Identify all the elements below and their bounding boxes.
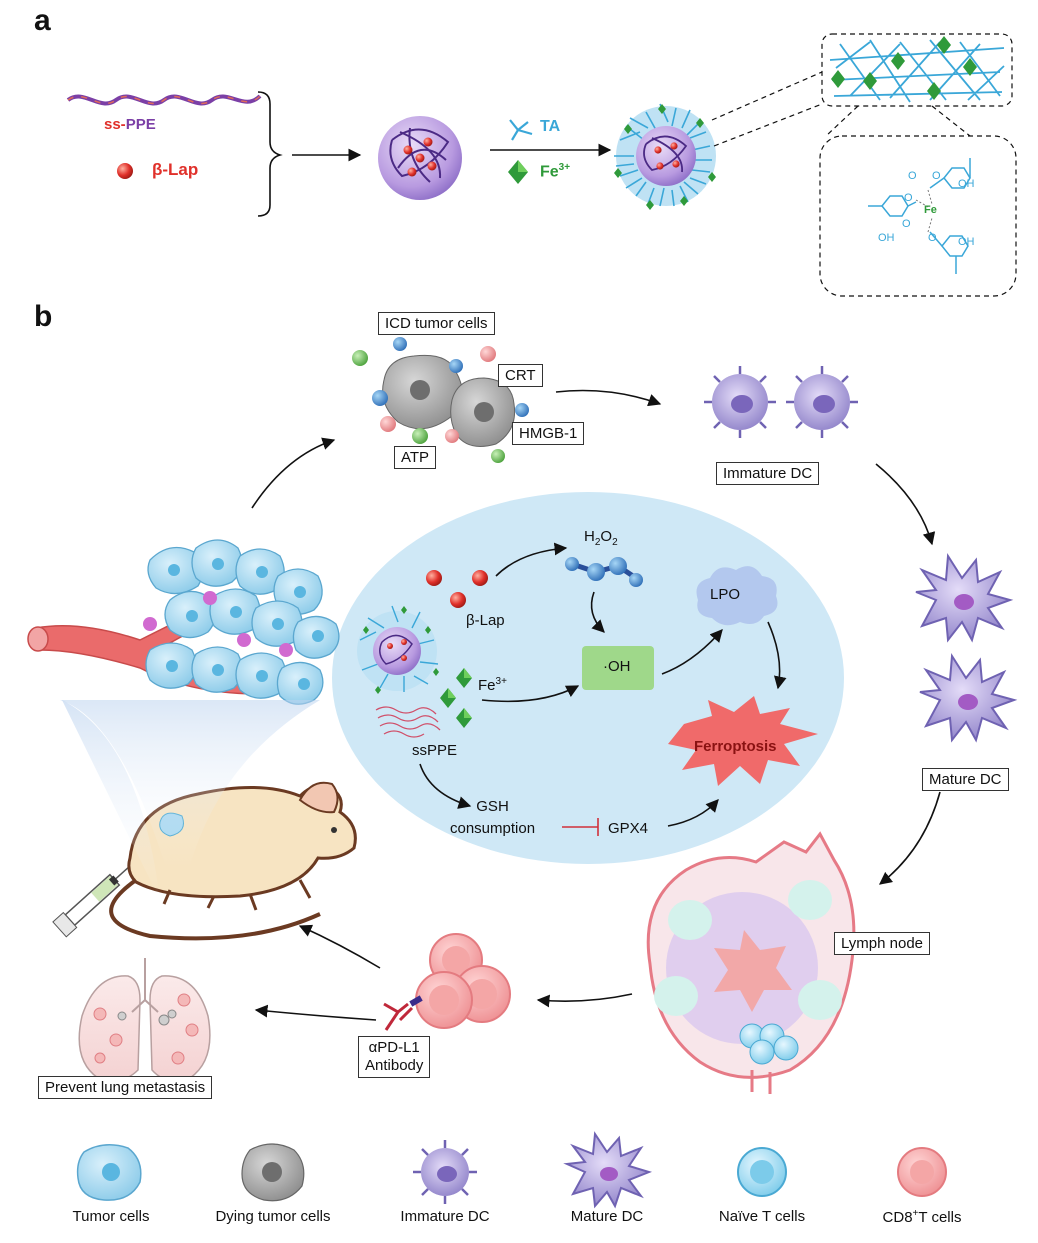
legend-dying-tumor-cells-label: Dying tumor cells	[215, 1208, 331, 1225]
h2o2-label: H2O2	[584, 528, 618, 548]
coated-nanoparticle-icon	[614, 103, 716, 210]
legend-tumor-cell-icon	[76, 1144, 142, 1201]
ssppe-strands-icon	[375, 706, 441, 738]
legend-immature-dc-icon	[413, 1140, 477, 1204]
brace-icon	[257, 91, 283, 217]
fe-label: Fe3+	[540, 162, 570, 181]
complex-oh-2: OH	[878, 232, 895, 244]
h2o2-sub-1: 2	[594, 537, 601, 548]
ppe-text: PPE	[125, 116, 156, 133]
tumor-vessel-illustration	[27, 539, 340, 900]
immature-dc-label: Immature DC	[716, 462, 820, 485]
h2o2-molecule-icon	[565, 557, 643, 587]
mature-dc-pair	[915, 552, 1018, 743]
cycle-arrows	[251, 389, 941, 1021]
center-fe-base: Fe	[478, 677, 496, 694]
center-fe-icons	[440, 668, 472, 728]
cd8-suffix: T cells	[918, 1209, 962, 1226]
complex-o-3: O	[904, 192, 913, 204]
crt-label: CRT	[498, 364, 543, 387]
ss-prefix: ss-	[104, 116, 126, 133]
beta-lap-molecules-icon	[426, 570, 488, 608]
complex-fe: Fe	[924, 204, 937, 216]
legend	[76, 1131, 947, 1209]
icd-tumor-cells-illustration	[352, 337, 529, 463]
panel-a-label: a	[34, 4, 51, 37]
lymph-node-illustration	[646, 831, 856, 1094]
mechanism-arrows	[419, 542, 787, 827]
gsh-line1: GSH	[476, 798, 509, 815]
gsh-line2: consumption	[450, 820, 536, 837]
pd-l1-antibody-icon	[383, 995, 423, 1031]
center-beta-lap-label: β-Lap	[466, 612, 505, 629]
ta-label: TA	[540, 118, 561, 135]
lungs-illustration	[78, 958, 211, 1082]
h2o2-h: H	[584, 528, 595, 545]
fe-ion-icon	[508, 160, 528, 184]
oh-label: ·OH	[603, 658, 631, 675]
complex-o-5: O	[928, 232, 937, 244]
legend-naive-t-cell-icon	[737, 1147, 787, 1197]
cd8-prefix: CD8	[882, 1209, 913, 1226]
legend-tumor-cells-label: Tumor cells	[72, 1208, 150, 1225]
oh-radical-box	[582, 646, 654, 690]
antibody-line1: αPD-L1	[368, 1039, 420, 1056]
panel-a	[66, 33, 1017, 297]
legend-mature-dc-label: Mature DC	[570, 1208, 644, 1225]
fe-ta-complex-zoom	[819, 135, 1017, 297]
h2o2-sub-2: 2	[612, 537, 618, 548]
fe-base: Fe	[540, 163, 559, 181]
complex-o-4: O	[902, 218, 911, 230]
complex-oh-3: OH	[958, 236, 975, 248]
legend-cd8-t-cells-label: CD8+T cells	[847, 1208, 997, 1226]
lung-metastasis-label: Prevent lung metastasis	[38, 1076, 213, 1099]
complex-o-1: O	[908, 170, 917, 182]
syringe-icon	[52, 857, 139, 938]
gsh-consumption-label: GSH consumption	[450, 796, 535, 840]
center-nanoparticle-icon	[357, 605, 439, 694]
legend-immature-dc-label: Immature DC	[400, 1208, 490, 1225]
immature-dc-pair	[704, 366, 858, 438]
mature-dc-label: Mature DC	[922, 768, 1009, 791]
lpo-label: LPO	[710, 586, 741, 603]
gpx4-label: GPX4	[608, 820, 649, 837]
nanoparticle-core-icon	[378, 116, 462, 200]
ferroptosis-label: Ferroptosis	[694, 738, 777, 755]
atp-label: ATP	[394, 446, 437, 469]
legend-dying-tumor-cell-icon	[241, 1143, 305, 1202]
center-fe-charge: 3+	[495, 676, 507, 687]
cd8-t-cells-cluster	[415, 933, 511, 1029]
panel-b-label: b	[34, 300, 53, 333]
complex-oh-1: OH	[958, 178, 975, 190]
legend-naive-t-cells-label: Naïve T cells	[718, 1208, 806, 1225]
legend-mature-dc-icon	[563, 1131, 653, 1209]
lpo-cloud-icon	[696, 566, 778, 626]
center-fe-label: Fe3+	[478, 676, 507, 694]
ferroptosis-burst-icon	[668, 696, 818, 786]
h2o2-o: O	[600, 528, 613, 545]
inhibition-line	[562, 818, 599, 836]
ta-fe-network-zoom	[821, 33, 1013, 107]
legend-cd8-t-cell-icon	[897, 1147, 947, 1197]
beta-lap-drug-icon	[117, 163, 133, 179]
ss-ppe-label: ss-PPE	[104, 116, 156, 133]
cd8-sup: +	[912, 1208, 919, 1219]
icd-tumor-cells-label: ICD tumor cells	[378, 312, 495, 335]
fe-charge: 3+	[558, 162, 571, 173]
antibody-line2: Antibody	[365, 1057, 424, 1074]
ta-icon	[509, 119, 533, 141]
hmgb1-label: HMGB-1	[512, 422, 585, 445]
lymph-node-label: Lymph node	[834, 932, 931, 955]
complex-o-2: O	[932, 170, 941, 182]
ssppe-label: ssPPE	[412, 742, 458, 759]
beta-lap-label: β-Lap	[152, 160, 199, 179]
